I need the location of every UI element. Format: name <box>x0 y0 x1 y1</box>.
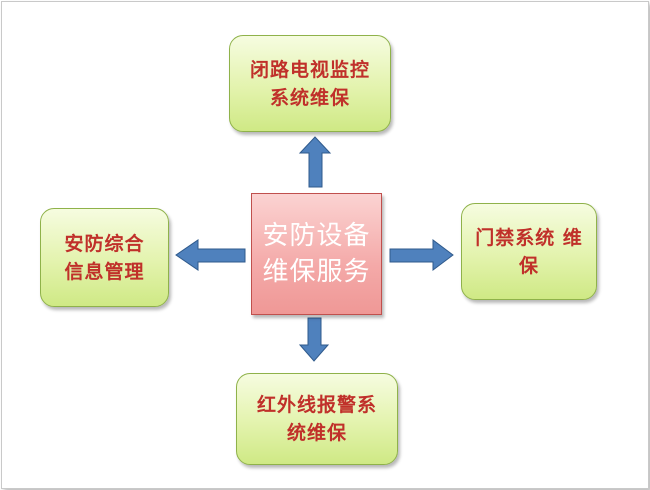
node-infrared-alarm-line-2: 统维保 <box>286 422 347 444</box>
arrow-right <box>389 239 454 271</box>
center-line-1: 安防设备 <box>262 221 371 251</box>
node-infrared-alarm-line-1: 红外线报警系 <box>256 394 377 416</box>
node-cctv-maintenance: 闭路电视监控 系统维保 <box>229 35 391 132</box>
arrow-left <box>175 239 246 271</box>
center-security-maintenance-service: 安防设备 维保服务 <box>251 193 382 315</box>
center-line-2: 维保服务 <box>262 257 371 287</box>
arrow-up <box>298 136 332 188</box>
node-cctv-line-2: 系统维保 <box>269 86 350 109</box>
node-security-info-management: 安防综合 信息管理 <box>40 208 169 307</box>
arrow-down <box>298 317 330 362</box>
node-infrared-alarm-maintenance: 红外线报警系 统维保 <box>236 373 398 465</box>
node-cctv-line-1: 闭路电视监控 <box>249 58 370 81</box>
node-access-control-line-2: 保 <box>518 254 539 277</box>
node-security-info-line-2: 信息管理 <box>64 260 145 283</box>
node-access-control-line-1: 门禁系统 维 <box>475 226 583 249</box>
node-security-info-line-1: 安防综合 <box>64 232 145 255</box>
node-access-control-maintenance: 门禁系统 维 保 <box>461 203 597 300</box>
